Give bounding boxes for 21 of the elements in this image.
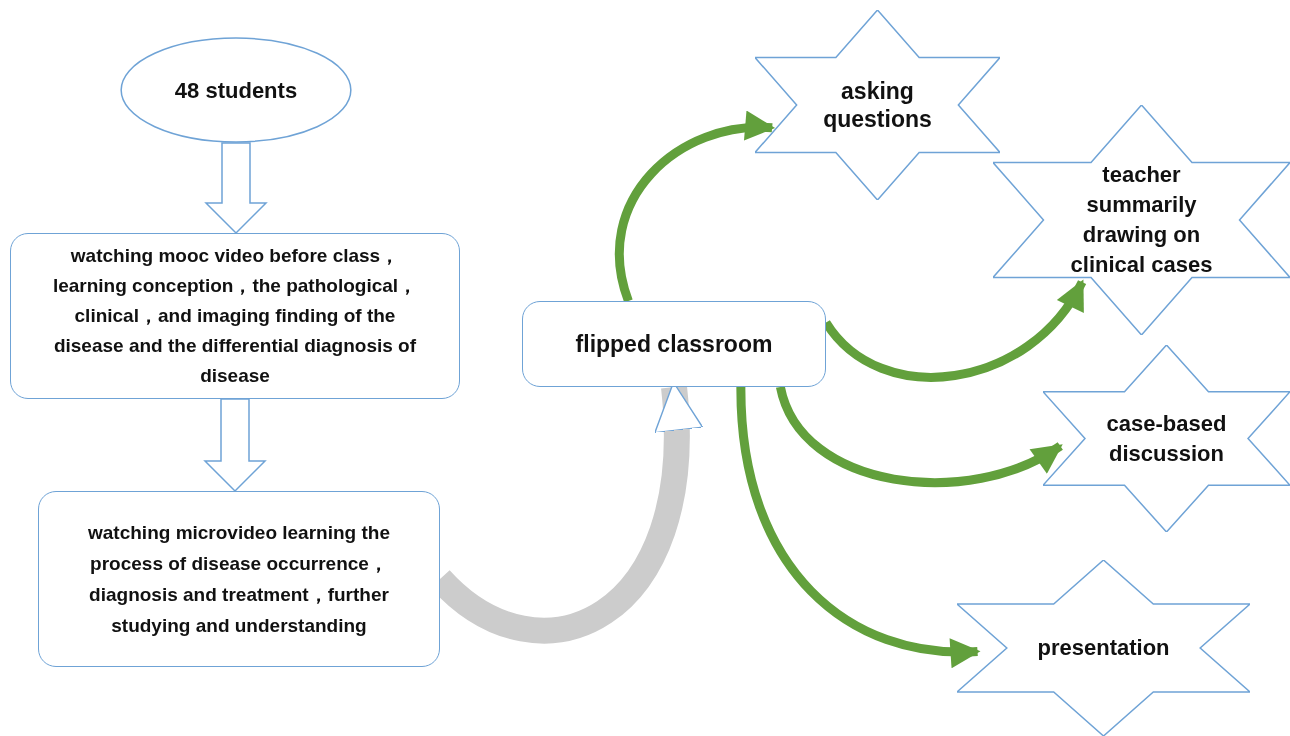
star-shape (1043, 345, 1290, 532)
star-shape (957, 560, 1250, 736)
process-box (38, 491, 440, 667)
star-shape (993, 105, 1290, 335)
node-label: asking questions (822, 77, 933, 133)
curved-arrow (614, 112, 776, 303)
node-label: watching microvideo learning the process of disease occurrence， diagnosis and treatment，further studying and understanding (87, 521, 391, 638)
node-label: case-based discussion (1105, 409, 1228, 468)
process-box (522, 301, 826, 387)
curved-arrow (736, 386, 981, 667)
node-label: 48 students (174, 76, 298, 105)
node-label: watching mooc video before class，learning conception，the pathological，clinical，and imaging finding of the disease and the differential diagnosis of disease (51, 244, 419, 388)
ellipse-node (120, 37, 352, 143)
node-label: presentation (1037, 634, 1170, 662)
node-label: teacher summarily drawing on clinical cases (1069, 161, 1214, 279)
process-box (10, 233, 460, 399)
block-arrow (204, 142, 268, 235)
star-shape (755, 10, 1000, 200)
curved-arrow (776, 385, 1063, 487)
node-label: flipped classroom (575, 329, 773, 359)
block-arrow (203, 398, 267, 493)
